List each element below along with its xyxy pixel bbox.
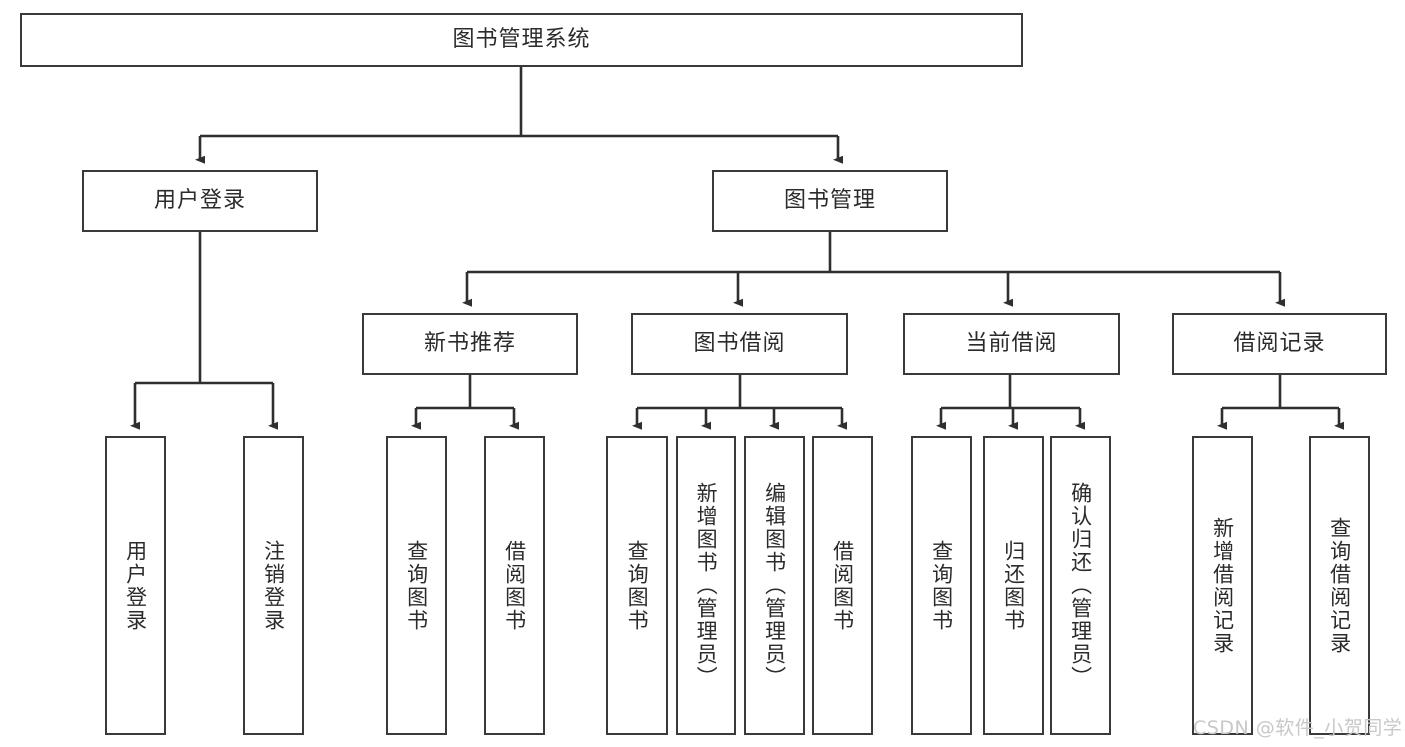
node-leaf-user-logout[interactable]: 注销登录 xyxy=(243,436,304,735)
node-leaf-query-book-rec[interactable]: 查询图书 xyxy=(386,436,447,735)
node-leaf-add-borrow-record-label: 新增借阅记录 xyxy=(1210,516,1235,655)
node-book-manage-label: 图书管理 xyxy=(783,187,876,213)
node-leaf-borrow-book-label: 借阅图书 xyxy=(830,539,855,632)
node-leaf-edit-book-admin[interactable]: 编辑图书（管理员） xyxy=(744,436,805,735)
node-leaf-borrow-book[interactable]: 借阅图书 xyxy=(812,436,873,735)
node-leaf-confirm-return-admin[interactable]: 确认归还（管理员） xyxy=(1050,436,1111,735)
node-leaf-user-login[interactable]: 用户登录 xyxy=(105,436,166,735)
node-leaf-add-borrow-record[interactable]: 新增借阅记录 xyxy=(1192,436,1253,735)
node-leaf-borrow-book-rec[interactable]: 借阅图书 xyxy=(484,436,545,735)
node-new-book-recommend-label: 新书推荐 xyxy=(423,330,516,356)
node-leaf-add-book-admin-label: 新增图书（管理员） xyxy=(694,482,719,689)
node-leaf-user-login-label: 用户登录 xyxy=(123,539,148,632)
node-user-login[interactable]: 用户登录 xyxy=(82,170,318,232)
node-leaf-query-borrow-record-label: 查询借阅记录 xyxy=(1327,516,1352,655)
node-book-manage[interactable]: 图书管理 xyxy=(712,170,948,232)
node-user-login-label: 用户登录 xyxy=(153,187,246,213)
node-leaf-query-book-current-label: 查询图书 xyxy=(929,539,954,632)
node-new-book-recommend[interactable]: 新书推荐 xyxy=(362,313,578,375)
node-leaf-query-borrow-record[interactable]: 查询借阅记录 xyxy=(1309,436,1370,735)
node-leaf-query-book-current[interactable]: 查询图书 xyxy=(911,436,972,735)
node-leaf-return-book-label: 归还图书 xyxy=(1001,539,1026,632)
node-root[interactable]: 图书管理系统 xyxy=(20,13,1023,67)
node-leaf-return-book[interactable]: 归还图书 xyxy=(983,436,1044,735)
node-book-borrow[interactable]: 图书借阅 xyxy=(631,313,848,375)
node-root-label: 图书管理系统 xyxy=(452,26,591,52)
node-book-borrow-label: 图书借阅 xyxy=(693,330,786,356)
node-borrow-record-label: 借阅记录 xyxy=(1233,330,1326,356)
node-leaf-edit-book-admin-label: 编辑图书（管理员） xyxy=(762,482,787,689)
node-leaf-borrow-book-rec-label: 借阅图书 xyxy=(502,539,527,632)
node-leaf-query-book-borrow[interactable]: 查询图书 xyxy=(606,436,668,735)
node-leaf-confirm-return-admin-label: 确认归还（管理员） xyxy=(1068,482,1093,689)
node-leaf-query-book-borrow-label: 查询图书 xyxy=(625,539,650,632)
node-borrow-record[interactable]: 借阅记录 xyxy=(1172,313,1387,375)
node-current-borrow[interactable]: 当前借阅 xyxy=(903,313,1120,375)
node-leaf-add-book-admin[interactable]: 新增图书（管理员） xyxy=(676,436,736,735)
node-leaf-query-book-rec-label: 查询图书 xyxy=(404,539,429,632)
csdn-watermark: CSDN @软件_小贺同学 xyxy=(1193,717,1403,739)
node-current-borrow-label: 当前借阅 xyxy=(965,330,1058,356)
node-leaf-user-logout-label: 注销登录 xyxy=(261,539,286,632)
